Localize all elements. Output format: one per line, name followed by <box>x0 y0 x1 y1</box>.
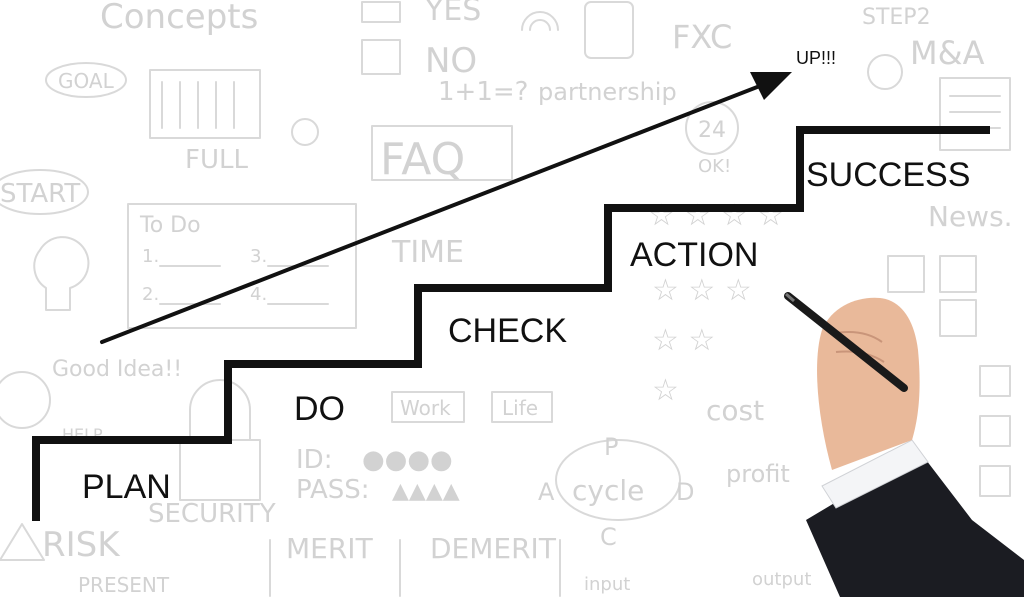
doodle-cycle: cycle <box>572 474 644 507</box>
step-label-action: ACTION <box>630 236 758 274</box>
battery-icon <box>149 69 261 139</box>
staircase-line <box>32 126 990 521</box>
doodle-id-dots: ●●●● <box>362 445 453 475</box>
step-label-success: SUCCESS <box>806 156 970 194</box>
clock-24-icon <box>685 101 739 155</box>
doodle-cycle-a: A <box>538 478 555 506</box>
battery-bars <box>161 81 235 129</box>
doodle-no: NO <box>425 41 477 81</box>
doodle-start: START <box>0 179 80 209</box>
lightbulb-icon <box>33 236 90 311</box>
checkbox-column <box>979 365 1011 497</box>
arrow-label: UP!!! <box>796 48 836 68</box>
padlock-shackle <box>189 379 251 441</box>
doodle-cost: cost <box>706 394 764 427</box>
doodle-full: FULL <box>185 145 248 175</box>
doodle-concepts: Concepts <box>100 0 258 37</box>
todo-board <box>127 203 357 329</box>
star-icons-row-2: ☆ ☆ <box>652 323 715 358</box>
doodle-output: output <box>752 569 811 590</box>
suit-sleeve <box>806 452 1024 597</box>
doodle-todo-3: 3. <box>250 246 267 267</box>
puzzle-piece-icon <box>939 299 977 337</box>
tablet-icon <box>584 1 634 59</box>
doodle-yes-checkbox <box>361 1 401 23</box>
doodle-present: PRESENT <box>78 573 170 597</box>
faq-box <box>371 125 513 181</box>
wifi-icon <box>521 11 559 31</box>
doodle-todo-4: 4. <box>250 284 267 305</box>
doodle-24: 24 <box>698 118 726 143</box>
doodle-cycle-d: D <box>676 478 694 506</box>
step-label-plan: PLAN <box>82 468 171 506</box>
star-icons-row-1: ☆ ☆ ☆ <box>652 273 752 308</box>
doodle-equation: 1+1=? <box>438 77 528 107</box>
start-bubble <box>0 169 89 215</box>
doodle-fxc: FXC <box>672 18 732 56</box>
life-box <box>491 391 553 423</box>
doodle-pass-triangles: ▲▲▲▲ <box>392 479 460 504</box>
doodle-id: ID: <box>296 445 332 475</box>
doodle-pass: PASS: <box>296 475 370 505</box>
pen-icon <box>784 292 908 392</box>
merit-table-lines <box>269 539 561 597</box>
doodle-yes: YES <box>424 0 481 28</box>
doodle-partnership: partnership <box>538 78 677 106</box>
hand-with-pen <box>784 292 1024 597</box>
doodle-security: SECURITY <box>148 499 276 529</box>
doodle-step2: STEP2 <box>862 5 931 30</box>
puzzle-icon <box>887 255 977 293</box>
document-lines <box>949 95 1001 129</box>
shirt-cuff <box>821 439 929 509</box>
pen-tip <box>785 292 795 303</box>
document-icon <box>939 77 1011 151</box>
doodle-ok: OK! <box>698 156 731 177</box>
work-box <box>391 391 465 423</box>
step-label-do: DO <box>294 390 345 428</box>
doodle-manda: M&A <box>910 34 985 72</box>
star-icons-row-0: ☆ ☆ ☆ ☆ <box>648 198 784 233</box>
step-label-check: CHECK <box>448 312 567 350</box>
doodle-time: TIME <box>391 235 464 270</box>
doodle-todo-1: 1. <box>142 246 159 267</box>
padlock-body <box>179 439 261 501</box>
doodle-merit: MERIT <box>286 532 374 565</box>
doodle-profit: profit <box>726 460 790 488</box>
at-icon <box>291 118 319 146</box>
goal-bubble <box>45 62 127 98</box>
doodle-cycle-c: C <box>600 523 617 551</box>
growth-arrow-shaft <box>100 80 772 344</box>
doodle-no-checkbox <box>361 39 401 75</box>
pdca-cycle-circle <box>555 439 681 521</box>
doodle-faq: FAQ <box>380 134 465 185</box>
clock-icon <box>0 371 51 429</box>
doodle-todo-2: 2. <box>142 284 159 305</box>
doodle-cycle-p: P <box>604 433 618 461</box>
doodle-input: input <box>584 574 630 595</box>
warning-icon <box>0 523 45 561</box>
sad-face-icon <box>867 54 903 90</box>
doodle-risk: RISK <box>42 525 121 565</box>
doodle-good-idea: Good Idea!! <box>52 357 182 382</box>
doodle-life: Life <box>502 396 538 420</box>
doodle-demerit: DEMERIT <box>430 532 557 565</box>
growth-arrow-head <box>750 72 792 100</box>
doodle-work: Work <box>400 396 451 420</box>
doodle-todo: To Do <box>139 213 201 238</box>
doodle-news: News. <box>928 200 1013 233</box>
star-icons-row-3: ☆ <box>652 373 679 408</box>
doodle-goal: GOAL <box>58 69 115 93</box>
